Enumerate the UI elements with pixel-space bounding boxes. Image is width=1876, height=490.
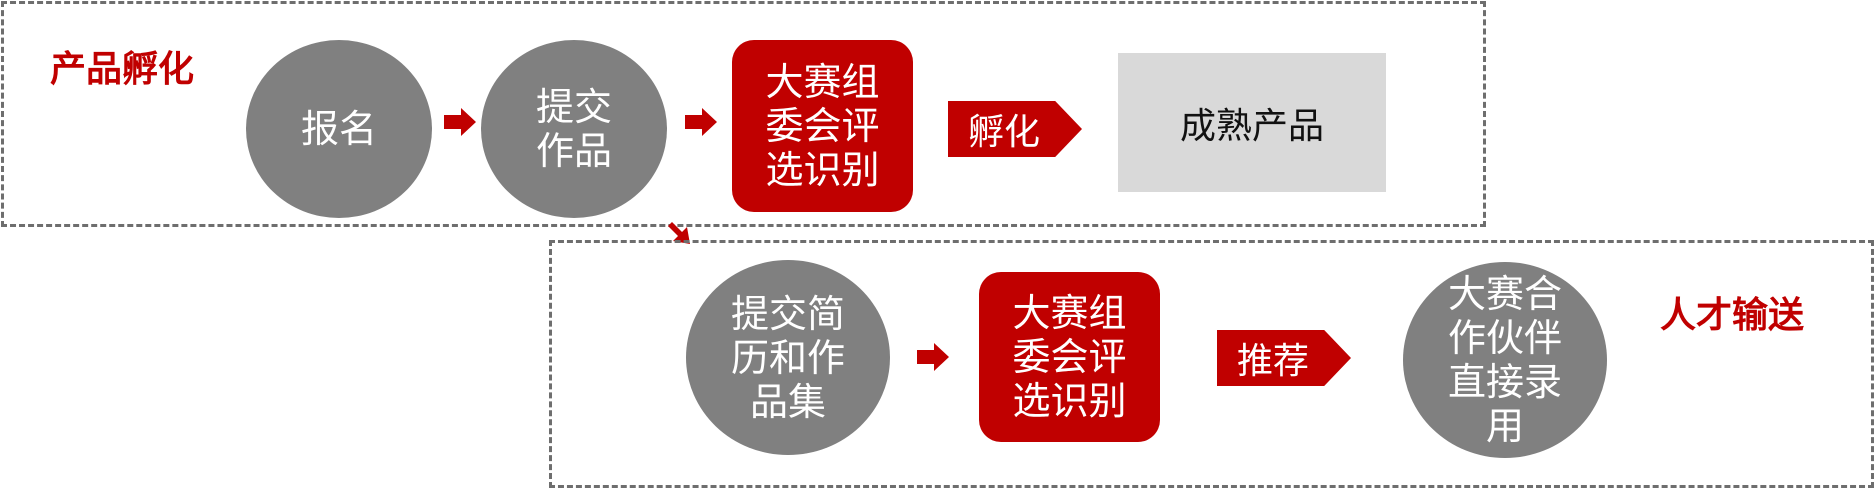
arrow-right-icon bbox=[917, 343, 949, 371]
mature-product-node: 成熟产品 bbox=[1118, 53, 1386, 192]
committee-review-node-2: 大赛组 委会评 选识别 bbox=[979, 272, 1160, 442]
partner-hire-node: 大赛合 作伙伴 直接录 用 bbox=[1403, 262, 1607, 458]
signup-node: 报名 bbox=[246, 40, 432, 218]
talent-region bbox=[549, 240, 1874, 488]
talent-title: 人才输送 bbox=[1660, 295, 1805, 336]
submit-work-node: 提交 作品 bbox=[481, 40, 667, 218]
arrow-right-icon bbox=[685, 108, 717, 136]
incubation-region bbox=[1, 1, 1486, 227]
committee-review-node: 大赛组 委会评 选识别 bbox=[732, 40, 913, 212]
arrow-right-icon bbox=[444, 108, 476, 136]
incubate-tag: 孵化 bbox=[948, 101, 1082, 157]
submit-resume-node: 提交简 历和作 品集 bbox=[686, 260, 890, 455]
incubation-title: 产品孵化 bbox=[50, 49, 195, 90]
recommend-tag: 推荐 bbox=[1217, 330, 1351, 386]
arrow-down-right-icon bbox=[668, 222, 690, 244]
